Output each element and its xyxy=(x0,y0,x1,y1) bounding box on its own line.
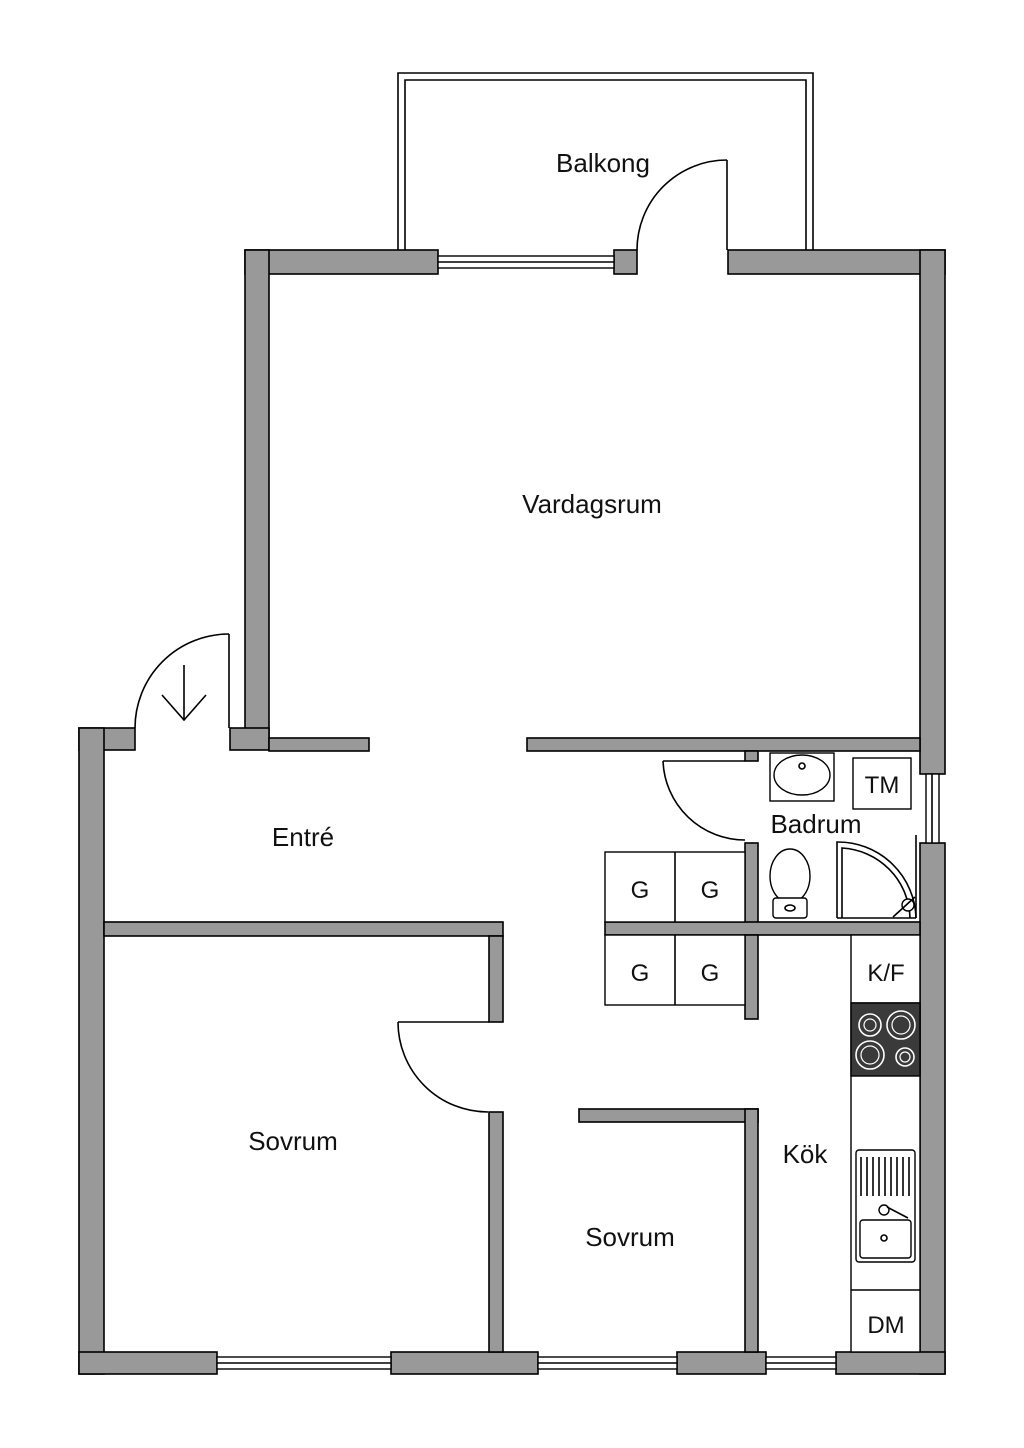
window-vardagsrum-top xyxy=(437,255,615,269)
wardrobe-label: G xyxy=(701,877,720,904)
exterior-walls xyxy=(78,249,946,1375)
sink-double-icon xyxy=(855,1149,916,1263)
wardrobe-label: G xyxy=(631,960,650,987)
bathroom-fixtures xyxy=(769,752,917,919)
interior-walls xyxy=(103,737,921,1353)
windows xyxy=(216,255,940,1370)
entrance-door xyxy=(134,633,230,729)
room-label-badrum: Badrum xyxy=(770,809,861,839)
wardrobes xyxy=(604,851,746,1006)
kitchen-fixtures xyxy=(850,934,921,1353)
label-tm: TM xyxy=(865,772,900,799)
window-kok xyxy=(765,1356,837,1370)
wardrobe-label: G xyxy=(701,960,720,987)
label-kf: K/F xyxy=(867,960,904,987)
window-sovrum-1 xyxy=(216,1356,392,1370)
room-label-entre: Entré xyxy=(272,822,334,852)
badrum-door xyxy=(662,760,746,841)
sovrum-door xyxy=(397,1021,489,1113)
room-label-kok: Kök xyxy=(783,1139,829,1169)
toilet-icon xyxy=(769,848,811,919)
room-label-balkong: Balkong xyxy=(556,148,650,178)
stove-icon xyxy=(850,1002,921,1077)
window-sovrum-2 xyxy=(537,1356,678,1370)
window-badrum-right xyxy=(925,773,940,844)
washing-machine-box xyxy=(852,757,912,810)
shower-icon xyxy=(836,835,917,919)
wardrobe-label: G xyxy=(631,877,650,904)
balcony xyxy=(397,72,814,250)
doors xyxy=(134,159,746,1113)
balcony-door xyxy=(636,159,728,251)
room-label-sovrum-1: Sovrum xyxy=(248,1126,338,1156)
room-label-sovrum-2: Sovrum xyxy=(585,1222,675,1252)
sink-icon xyxy=(769,752,835,802)
label-dm: DM xyxy=(867,1312,904,1339)
entrance-arrow-icon xyxy=(161,665,207,722)
room-label-vardagsrum: Vardagsrum xyxy=(522,489,662,519)
